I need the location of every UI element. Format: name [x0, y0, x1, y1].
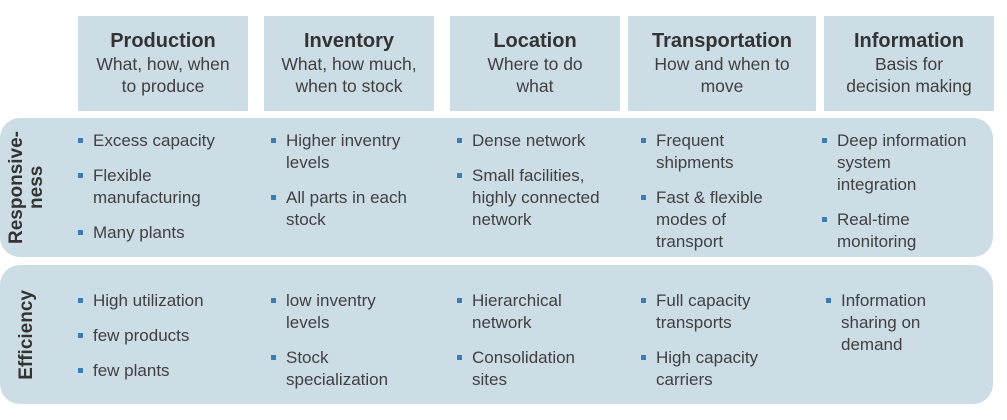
bullet-icon — [78, 173, 83, 178]
list-item: few products — [78, 325, 258, 347]
list-item: Real-time monitoring — [822, 209, 992, 253]
list-item: Fast & flexible modes of transport — [641, 187, 811, 253]
list-item: High utilization — [78, 290, 258, 312]
bullet-icon — [271, 138, 276, 143]
list-item: Flexible manufacturing — [78, 165, 258, 209]
cell-efficiency-information: Information sharing on demand — [826, 290, 991, 369]
cell-efficiency-transportation: Full capacity transports High capacity c… — [641, 290, 811, 404]
bullet-icon — [641, 355, 646, 360]
responsiveness-band — [0, 118, 993, 257]
column-title: Inventory — [303, 30, 395, 52]
cell-efficiency-production: High utilization few products few plants — [78, 290, 258, 395]
list-item: Hierarchical network — [457, 290, 627, 334]
column-header-location: Location Where to do what — [450, 16, 620, 111]
column-subtitle: Basis for decision making — [846, 54, 972, 96]
list-item: Many plants — [78, 222, 258, 244]
list-item: Stock specialization — [271, 347, 441, 391]
list-item: Consolidation sites — [457, 347, 627, 391]
list-item: All parts in each stock — [271, 187, 441, 231]
row-label-responsiveness: Responsive- ness — [4, 118, 50, 257]
cell-responsiveness-production: Excess capacity Flexible manufacturing M… — [78, 130, 258, 257]
bullet-icon — [457, 355, 462, 360]
column-header-information: Information Basis for decision making — [824, 16, 994, 111]
row-label-text: Efficiency — [16, 289, 37, 380]
column-title: Production — [110, 30, 216, 52]
bullet-icon — [826, 298, 831, 303]
list-item: Dense network — [457, 130, 627, 152]
cell-efficiency-inventory: low inventry levels Stock specialization — [271, 290, 441, 404]
list-item: Higher inventry levels — [271, 130, 441, 174]
row-label-text: Responsive- ness — [6, 131, 47, 244]
bullet-icon — [457, 173, 462, 178]
row-label-efficiency: Efficiency — [4, 265, 50, 404]
bullet-icon — [271, 298, 276, 303]
column-title: Location — [493, 30, 577, 52]
cell-responsiveness-information: Deep information system integration Real… — [822, 130, 992, 266]
list-item: few plants — [78, 360, 258, 382]
bullet-icon — [457, 138, 462, 143]
list-item: Small facilities, highly connected netwo… — [457, 165, 627, 231]
column-header-inventory: Inventory What, how much, when to stock — [264, 16, 434, 111]
bullet-icon — [271, 195, 276, 200]
column-header-production: Production What, how, when to produce — [78, 16, 248, 111]
bullet-icon — [641, 138, 646, 143]
bullet-icon — [822, 217, 827, 222]
bullet-icon — [78, 138, 83, 143]
bullet-icon — [78, 298, 83, 303]
bullet-icon — [78, 368, 83, 373]
cell-responsiveness-inventory: Higher inventry levels All parts in each… — [271, 130, 441, 244]
bullet-icon — [822, 138, 827, 143]
cell-responsiveness-location: Dense network Small facilities, highly c… — [457, 130, 627, 244]
column-title: Transportation — [651, 30, 792, 52]
list-item: low inventry levels — [271, 290, 441, 334]
cell-efficiency-location: Hierarchical network Consolidation sites — [457, 290, 627, 404]
bullet-icon — [457, 298, 462, 303]
bullet-icon — [78, 333, 83, 338]
bullet-icon — [641, 195, 646, 200]
column-title: Information — [854, 30, 964, 52]
bullet-icon — [641, 298, 646, 303]
efficiency-band — [0, 265, 993, 404]
list-item: Deep information system integration — [822, 130, 992, 196]
column-subtitle: What, how much, when to stock — [281, 54, 417, 96]
list-item: Excess capacity — [78, 130, 258, 152]
column-subtitle: What, how, when to produce — [96, 54, 230, 96]
list-item: High capacity carriers — [641, 347, 811, 391]
cell-responsiveness-transportation: Frequent shipments Fast & flexible modes… — [641, 130, 811, 266]
bullet-icon — [78, 230, 83, 235]
column-subtitle: Where to do what — [487, 54, 583, 96]
list-item: Frequent shipments — [641, 130, 811, 174]
column-subtitle: How and when to move — [654, 54, 790, 96]
list-item: Full capacity transports — [641, 290, 811, 334]
bullet-icon — [271, 355, 276, 360]
column-header-transportation: Transportation How and when to move — [628, 16, 816, 111]
list-item: Information sharing on demand — [826, 290, 991, 356]
